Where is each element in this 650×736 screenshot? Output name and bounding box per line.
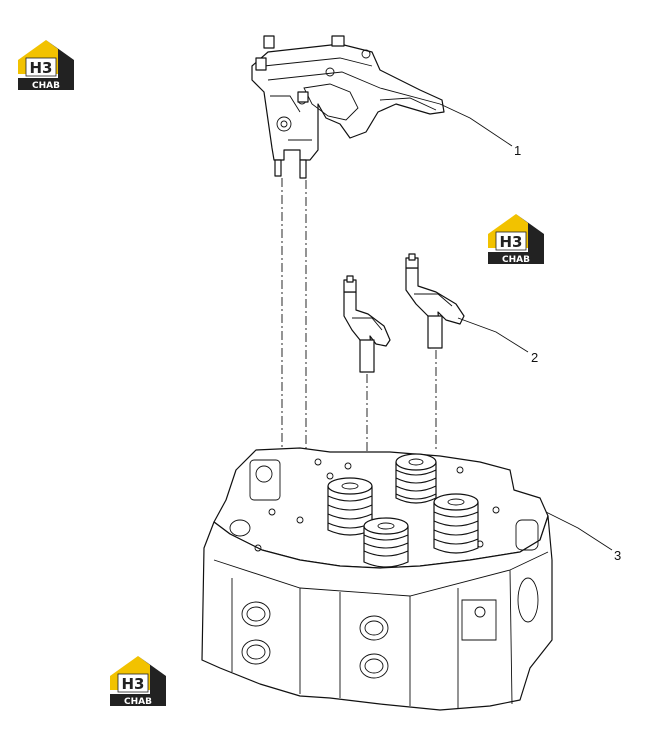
callout-1: 1 xyxy=(514,143,521,158)
callout-3: 3 xyxy=(614,548,621,563)
cylinder-head xyxy=(201,447,553,711)
leader-line-1 xyxy=(439,103,513,147)
watermark-text-top: H3 xyxy=(122,675,145,693)
rocker-arm-assembly xyxy=(251,35,445,179)
callout-2: 2 xyxy=(531,350,538,365)
watermark-text-top: H3 xyxy=(30,59,53,77)
valve-spring-rear xyxy=(395,453,437,504)
watermark-logo-middle-right: H3 CHAB xyxy=(487,213,545,265)
valve-spring-right xyxy=(433,493,479,554)
leader-line-3 xyxy=(545,511,613,551)
watermark-text-top: H3 xyxy=(500,233,523,251)
rocker-arms xyxy=(343,253,465,373)
watermark-text-bottom: CHAB xyxy=(32,81,60,91)
watermark-text-bottom: CHAB xyxy=(124,697,152,707)
leader-lines xyxy=(439,103,613,551)
valve-spring-left xyxy=(327,477,373,536)
valve-spring-front xyxy=(363,517,409,568)
watermark-text-bottom: CHAB xyxy=(502,255,530,265)
valve-springs xyxy=(327,453,479,568)
watermark-logo-bottom-left: H3 CHAB xyxy=(109,655,167,707)
leader-line-2 xyxy=(457,317,529,353)
watermark-logo-top-left: H3 CHAB xyxy=(17,39,75,91)
